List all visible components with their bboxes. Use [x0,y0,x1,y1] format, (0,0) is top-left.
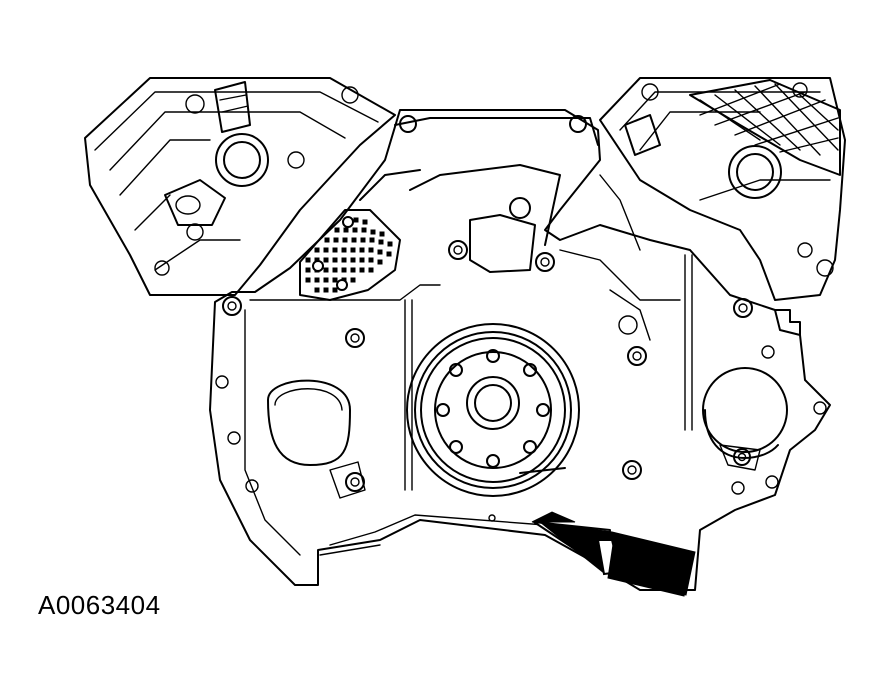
bolt [733,298,753,318]
bolt-hole [813,401,827,415]
crankshaft-pulley-icon [406,323,580,497]
right-cylinder-head [599,77,846,301]
left-cylinder-head [84,77,396,296]
alignment-hole [488,514,496,522]
bolt-hole [761,345,775,359]
bolt [535,252,555,272]
heat-shield-mesh [689,79,841,176]
perforated-plate [299,209,401,301]
side-tab [774,309,801,336]
bolt-hole [731,481,745,495]
bolt [448,240,468,260]
bolt-hole [245,479,259,493]
bolt-hole [227,431,241,445]
bolt [345,328,365,348]
front-cover [209,109,831,591]
bolt [222,296,242,316]
arrow-callout-icon [531,511,696,597]
bolt-hole [765,475,779,489]
bolt [622,460,642,480]
bolt [733,448,751,466]
bolt-set [215,240,827,522]
bolt [345,472,365,492]
figure-id-label: A0063404 [38,590,161,620]
bolt [627,346,647,366]
bolt-hole [215,375,229,389]
